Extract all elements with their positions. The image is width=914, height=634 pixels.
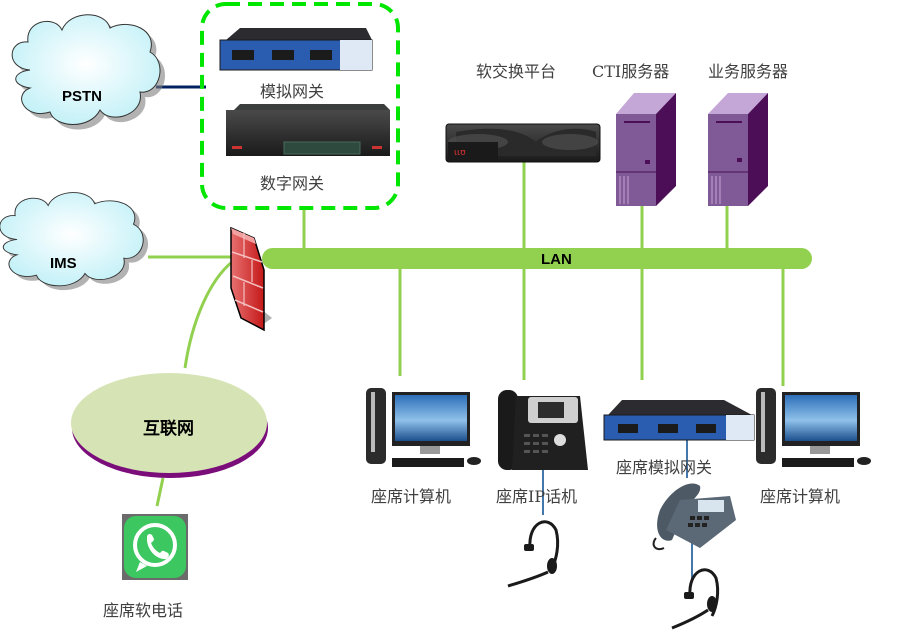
softswitch-icon: ɩɩʊ — [445, 123, 601, 163]
cti-server-label: CTI服务器 — [592, 62, 670, 81]
internet-label: 互联网 — [143, 419, 194, 439]
analog-gateway-icon — [219, 28, 373, 71]
agent-analog-gateway-icon — [603, 400, 755, 441]
softphone-link — [155, 477, 165, 507]
links — [148, 85, 785, 580]
gateway-group-box — [200, 2, 400, 210]
internet-ellipse — [71, 373, 268, 478]
business-server-icon — [708, 93, 768, 206]
computer-left-icon — [366, 388, 481, 467]
headset-icon-ip-phone — [507, 520, 560, 588]
softphone-label: 座席软电话 — [103, 601, 184, 620]
pstn-cloud-icon — [11, 14, 166, 130]
agent-gateway-label: 座席模拟网关 — [616, 458, 713, 477]
ip-phone-label: 座席IP话机 — [496, 487, 578, 506]
computer-right-icon — [756, 388, 871, 467]
computer-left-label: 座席计算机 — [371, 487, 452, 506]
softphone-whatsapp-icon[interactable] — [122, 514, 188, 580]
analog-gateway-label: 模拟网关 — [260, 82, 325, 101]
ims-cloud-icon — [0, 192, 149, 291]
headset-icon-desk-phone — [671, 568, 720, 630]
ims-label: IMS — [50, 255, 77, 272]
softswitch-label: 软交换平台 — [476, 62, 557, 81]
pstn-label: PSTN — [62, 88, 103, 105]
computer-right-label: 座席计算机 — [760, 487, 841, 506]
firewall-icon — [230, 226, 272, 332]
internet-link — [183, 260, 233, 369]
ip-phone-icon — [498, 390, 588, 470]
svg-text:ɩɩʊ: ɩɩʊ — [454, 148, 466, 158]
desk-phone-icon — [652, 483, 736, 551]
business-server-label: 业务服务器 — [708, 62, 789, 81]
digital-gateway-label: 数字网关 — [260, 174, 325, 193]
cti-server-icon — [616, 93, 676, 206]
digital-gateway-icon — [226, 104, 390, 156]
lan-bus — [262, 248, 812, 269]
lan-label: LAN — [541, 251, 572, 268]
